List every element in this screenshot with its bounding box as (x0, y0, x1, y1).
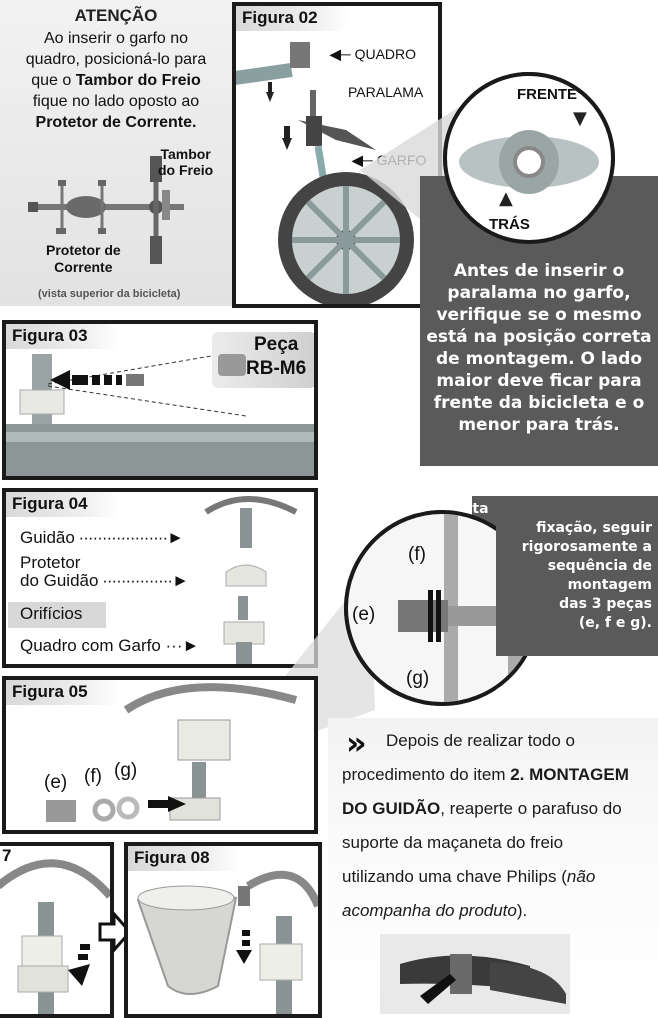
instruction-text: Depois de realizar todo o procedimento d… (342, 731, 629, 920)
figure-03-panel: Figura 03 Peça RB-M6 (2, 320, 318, 480)
figure-03-title: Figura 03 (6, 324, 118, 349)
fender-detail-circle-front: FRENTE ▼ ▲ TRÁS (443, 72, 615, 244)
label-e-detail: (e) (352, 604, 376, 625)
fender-top-view-illustration (459, 130, 599, 194)
attention-box: ATENÇÃO Ao inserir o garfo no quadro, po… (0, 0, 232, 306)
bolt-part-illustration (218, 354, 246, 376)
label-f: (f) (84, 766, 102, 787)
figure-07-title-fragment: 7 (2, 846, 12, 865)
label-e: (e) (44, 772, 68, 793)
label-handlebar: Guidão ···················► (20, 528, 184, 547)
caption-top-view: (vista superior da bicicleta) (38, 288, 181, 300)
dotted-arrow-icon: ···················► (74, 528, 184, 547)
figure-04-panel: Figura 04 Guidão ···················► Pr… (2, 488, 318, 668)
bolt-insertion-illustration (46, 683, 298, 822)
holes-highlight (8, 602, 106, 628)
handlebar-stem-illustration (0, 859, 110, 1014)
figure-08-title: Figura 08 (128, 846, 240, 871)
label-handlebar-protector: Protetor do Guidão ···············► (20, 553, 189, 590)
label-front: FRENTE (517, 86, 577, 103)
fixation-note: Para uma correta fixação, seguir rigoros… (352, 496, 658, 656)
fixation-note-bg (472, 496, 658, 656)
label-holes: Orifícios (20, 604, 83, 623)
right-arrow-icon (98, 912, 132, 952)
label-brake-drum: Tambor do Freio (158, 146, 214, 178)
arrow-left-icon: ◀─ (330, 46, 355, 62)
attention-title: ATENÇÃO (74, 6, 158, 25)
dotted-arrow-icon: ···► (160, 636, 200, 655)
part-label-2: RB-M6 (246, 358, 307, 379)
part-rb-m6-callout: Peça RB-M6 (212, 332, 314, 388)
attention-text: Ao inserir o garfo no quadro, posicioná-… (25, 30, 207, 131)
fixation-detail-circle-front: (f) (e) (g) (344, 510, 496, 706)
double-chevron-icon: » (346, 724, 367, 762)
frame-tube-illustration (6, 349, 314, 476)
arrow-up-icon: ▲ (499, 188, 513, 209)
label-frame: ◀─ QUADRO (330, 46, 417, 62)
label-f-detail: (f) (408, 544, 426, 565)
figure-02-title: Figura 02 (236, 6, 348, 31)
brake-lever-photo-illustration (380, 934, 570, 1014)
bicycle-top-view-illustration (28, 156, 184, 264)
figure-08-panel: Figura 08 (124, 842, 322, 1018)
bolt-washer-section-illustration (398, 514, 496, 702)
figure-05-panel: Figura 05 (e) (f) (g) (2, 676, 318, 834)
figure-05-title: Figura 05 (6, 680, 118, 705)
label-g-detail: (g) (406, 668, 430, 689)
label-g: (g) (114, 760, 138, 781)
figure-02-panel: Figura 02 ◀─ QUADRO PARALAMA ◀─ GARFO (232, 2, 442, 308)
arrow-left-icon: ◀─ (352, 152, 377, 168)
handlebar-assembly-illustration (204, 496, 298, 664)
fender-position-note: Antes de inserir o paralama no garfo, ve… (420, 176, 658, 466)
label-back: TRÁS (489, 216, 530, 233)
basket-installation-illustration (136, 870, 318, 1014)
label-fender: PARALAMA (348, 84, 424, 100)
part-label-1: Peça (254, 334, 299, 355)
figure-04-title: Figura 04 (6, 492, 118, 517)
fork-fender-wheel-illustration (236, 42, 414, 304)
label-frame-with-fork: Quadro com Garfo ···► (20, 636, 200, 655)
dotted-arrow-icon: ···············► (98, 571, 189, 590)
label-chain-guard: Protetor de Corrente (46, 242, 121, 275)
figure-07-panel: 7 (0, 842, 114, 1018)
arrow-down-icon: ▼ (573, 108, 587, 129)
